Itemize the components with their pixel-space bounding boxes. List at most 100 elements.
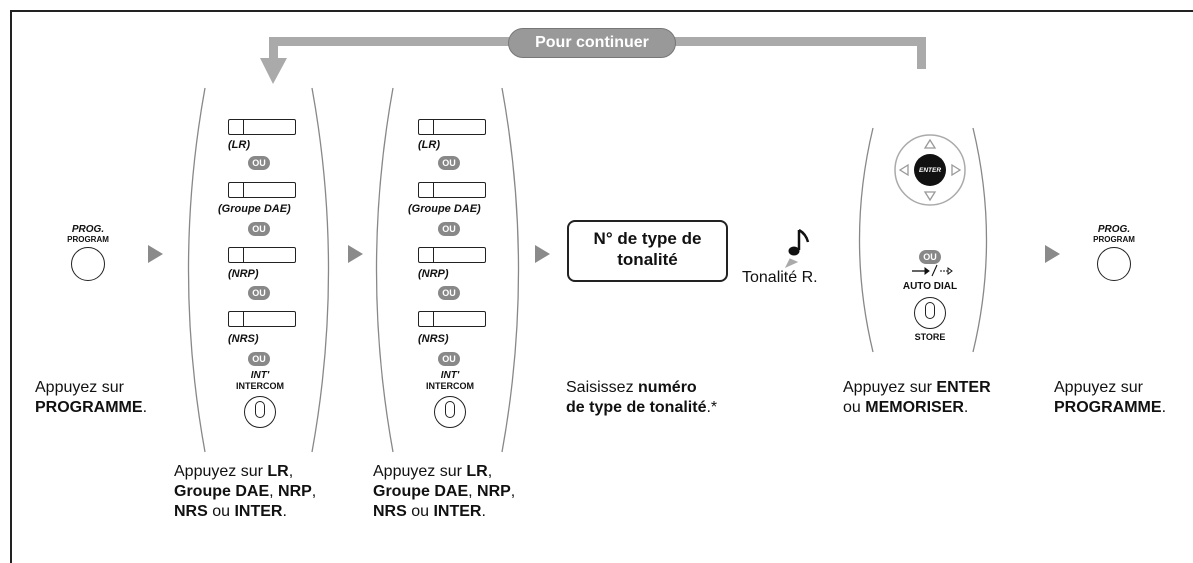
store-button[interactable]: [914, 297, 946, 329]
intercom-label: INT' INTERCOM: [225, 370, 295, 391]
lr-key-label: (LR): [228, 139, 250, 151]
intercom-button[interactable]: [434, 396, 466, 428]
frame-left-border: [10, 10, 12, 563]
ou-badge: OU: [438, 352, 460, 366]
intercom-label: INT' INTERCOM: [415, 370, 485, 391]
program-label: PROGRAM: [1093, 235, 1135, 244]
caption-bold: INTER: [433, 503, 482, 520]
groupe-dae-key-label: (Groupe DAE): [408, 203, 481, 215]
ou-badge: OU: [248, 222, 270, 236]
enter-button-label[interactable]: ENTER: [918, 167, 942, 174]
store-label: STORE: [914, 332, 946, 342]
nrs-key[interactable]: [418, 311, 486, 327]
nrp-key-label: (NRP): [228, 268, 259, 280]
caption-bold: NRS: [373, 503, 407, 520]
caption-text: ,: [269, 483, 279, 500]
nrs-key-label: (NRS): [418, 333, 449, 345]
caption-bold: INTER: [234, 503, 283, 520]
caption-text: ou: [406, 503, 434, 520]
int-label: INT': [250, 370, 270, 381]
ou-badge: OU: [438, 222, 460, 236]
flow-arrow-4: [1045, 245, 1060, 263]
auto-dial-arrow-icon: [912, 264, 953, 277]
program-button-circle[interactable]: [1097, 247, 1131, 281]
groupe-dae-key-label: (Groupe DAE): [218, 203, 291, 215]
caption-text: ,: [510, 483, 516, 500]
key-group-1: (LR) OU (Groupe DAE) OU (NRP) OU (NRS) O…: [218, 114, 328, 444]
caption-text: .: [481, 503, 486, 520]
ou-badge: OU: [248, 352, 270, 366]
caption-text: Appuyez sur: [35, 379, 124, 396]
caption-bold: NRS: [174, 503, 208, 520]
caption-step-4: Saisissez numéro de type de tonalité.*: [566, 378, 717, 418]
caption-bold: PROGRAMME: [1054, 399, 1162, 416]
caption-text: .: [1161, 399, 1167, 416]
caption-bold: de type de tonalité: [566, 399, 707, 416]
nrp-key[interactable]: [228, 247, 296, 263]
prog-button-start[interactable]: PROG. PROGRAM: [60, 224, 116, 281]
groupe-dae-key[interactable]: [418, 182, 486, 198]
caption-text: .*: [706, 399, 718, 416]
caption-step-3: Appuyez sur LR, Groupe DAE, NRP, NRS ou …: [373, 462, 515, 522]
caption-text: ,: [288, 463, 294, 480]
program-label: PROGRAM: [67, 235, 109, 244]
key-group-2: (LR) OU (Groupe DAE) OU (NRP) OU (NRS) O…: [408, 114, 518, 444]
auto-dial-label: AUTO DIAL: [902, 281, 958, 292]
prog-button-end[interactable]: PROG. PROGRAM: [1086, 224, 1142, 281]
caption-bold: Groupe DAE: [174, 483, 270, 500]
caption-text: .: [963, 399, 969, 416]
caption-text: ,: [311, 483, 317, 500]
tone-label: Tonalité R.: [742, 269, 818, 286]
caption-bold: numéro: [638, 379, 697, 396]
ou-badge: OU: [248, 286, 270, 300]
nrs-key-label: (NRS): [228, 333, 259, 345]
lr-key[interactable]: [418, 119, 486, 135]
nrp-key[interactable]: [418, 247, 486, 263]
caption-text: Saisissez: [566, 379, 639, 396]
tone-type-line1: N° de type de: [593, 229, 702, 248]
intercom-text: INTERCOM: [426, 381, 474, 391]
caption-text: Appuyez sur: [373, 463, 467, 480]
prog-label: PROG.: [71, 224, 105, 235]
caption-bold: ENTER: [936, 379, 991, 396]
groupe-dae-key[interactable]: [228, 182, 296, 198]
lr-key-label: (LR): [418, 139, 440, 151]
intercom-text: INTERCOM: [236, 381, 284, 391]
music-note-icon: [784, 228, 810, 269]
flow-arrow-1: [148, 245, 163, 263]
program-button-circle[interactable]: [71, 247, 105, 281]
ou-badge: OU: [248, 156, 270, 170]
caption-bold: Groupe DAE: [373, 483, 469, 500]
ou-badge: OU: [438, 286, 460, 300]
frame-top-border: [10, 10, 1193, 12]
flow-arrow-2: [348, 245, 363, 263]
tone-type-number-box[interactable]: N° de type de tonalité: [567, 220, 728, 282]
flow-arrow-3: [535, 245, 550, 263]
caption-bold: LR: [466, 463, 488, 480]
caption-text: ou: [843, 399, 866, 416]
int-label: INT': [440, 370, 460, 381]
lr-key[interactable]: [228, 119, 296, 135]
caption-bold: NRP: [477, 483, 511, 500]
caption-bold: NRP: [278, 483, 312, 500]
nrp-key-label: (NRP): [418, 268, 449, 280]
enter-navigation-pad: [894, 134, 966, 206]
caption-text: ,: [468, 483, 478, 500]
caption-text: ou: [207, 503, 235, 520]
caption-step-2: Appuyez sur LR, Groupe DAE, NRP, NRS ou …: [174, 462, 316, 522]
caption-bold: PROGRAMME: [35, 399, 143, 416]
ou-badge: OU: [438, 156, 460, 170]
caption-step-6: Appuyez sur PROGRAMME.: [1054, 378, 1166, 418]
caption-step-1: Appuyez sur PROGRAMME.: [35, 378, 147, 418]
caption-text: ,: [487, 463, 493, 480]
nrs-key[interactable]: [228, 311, 296, 327]
caption-bold: LR: [267, 463, 289, 480]
caption-step-5: Appuyez sur ENTER ou MEMORISER.: [843, 378, 991, 418]
prog-label: PROG.: [1097, 224, 1131, 235]
continue-label-pill: Pour continuer: [508, 28, 676, 58]
caption-text: .: [142, 399, 148, 416]
intercom-button[interactable]: [244, 396, 276, 428]
caption-text: Appuyez sur: [174, 463, 268, 480]
caption-text: Appuyez sur: [843, 379, 937, 396]
